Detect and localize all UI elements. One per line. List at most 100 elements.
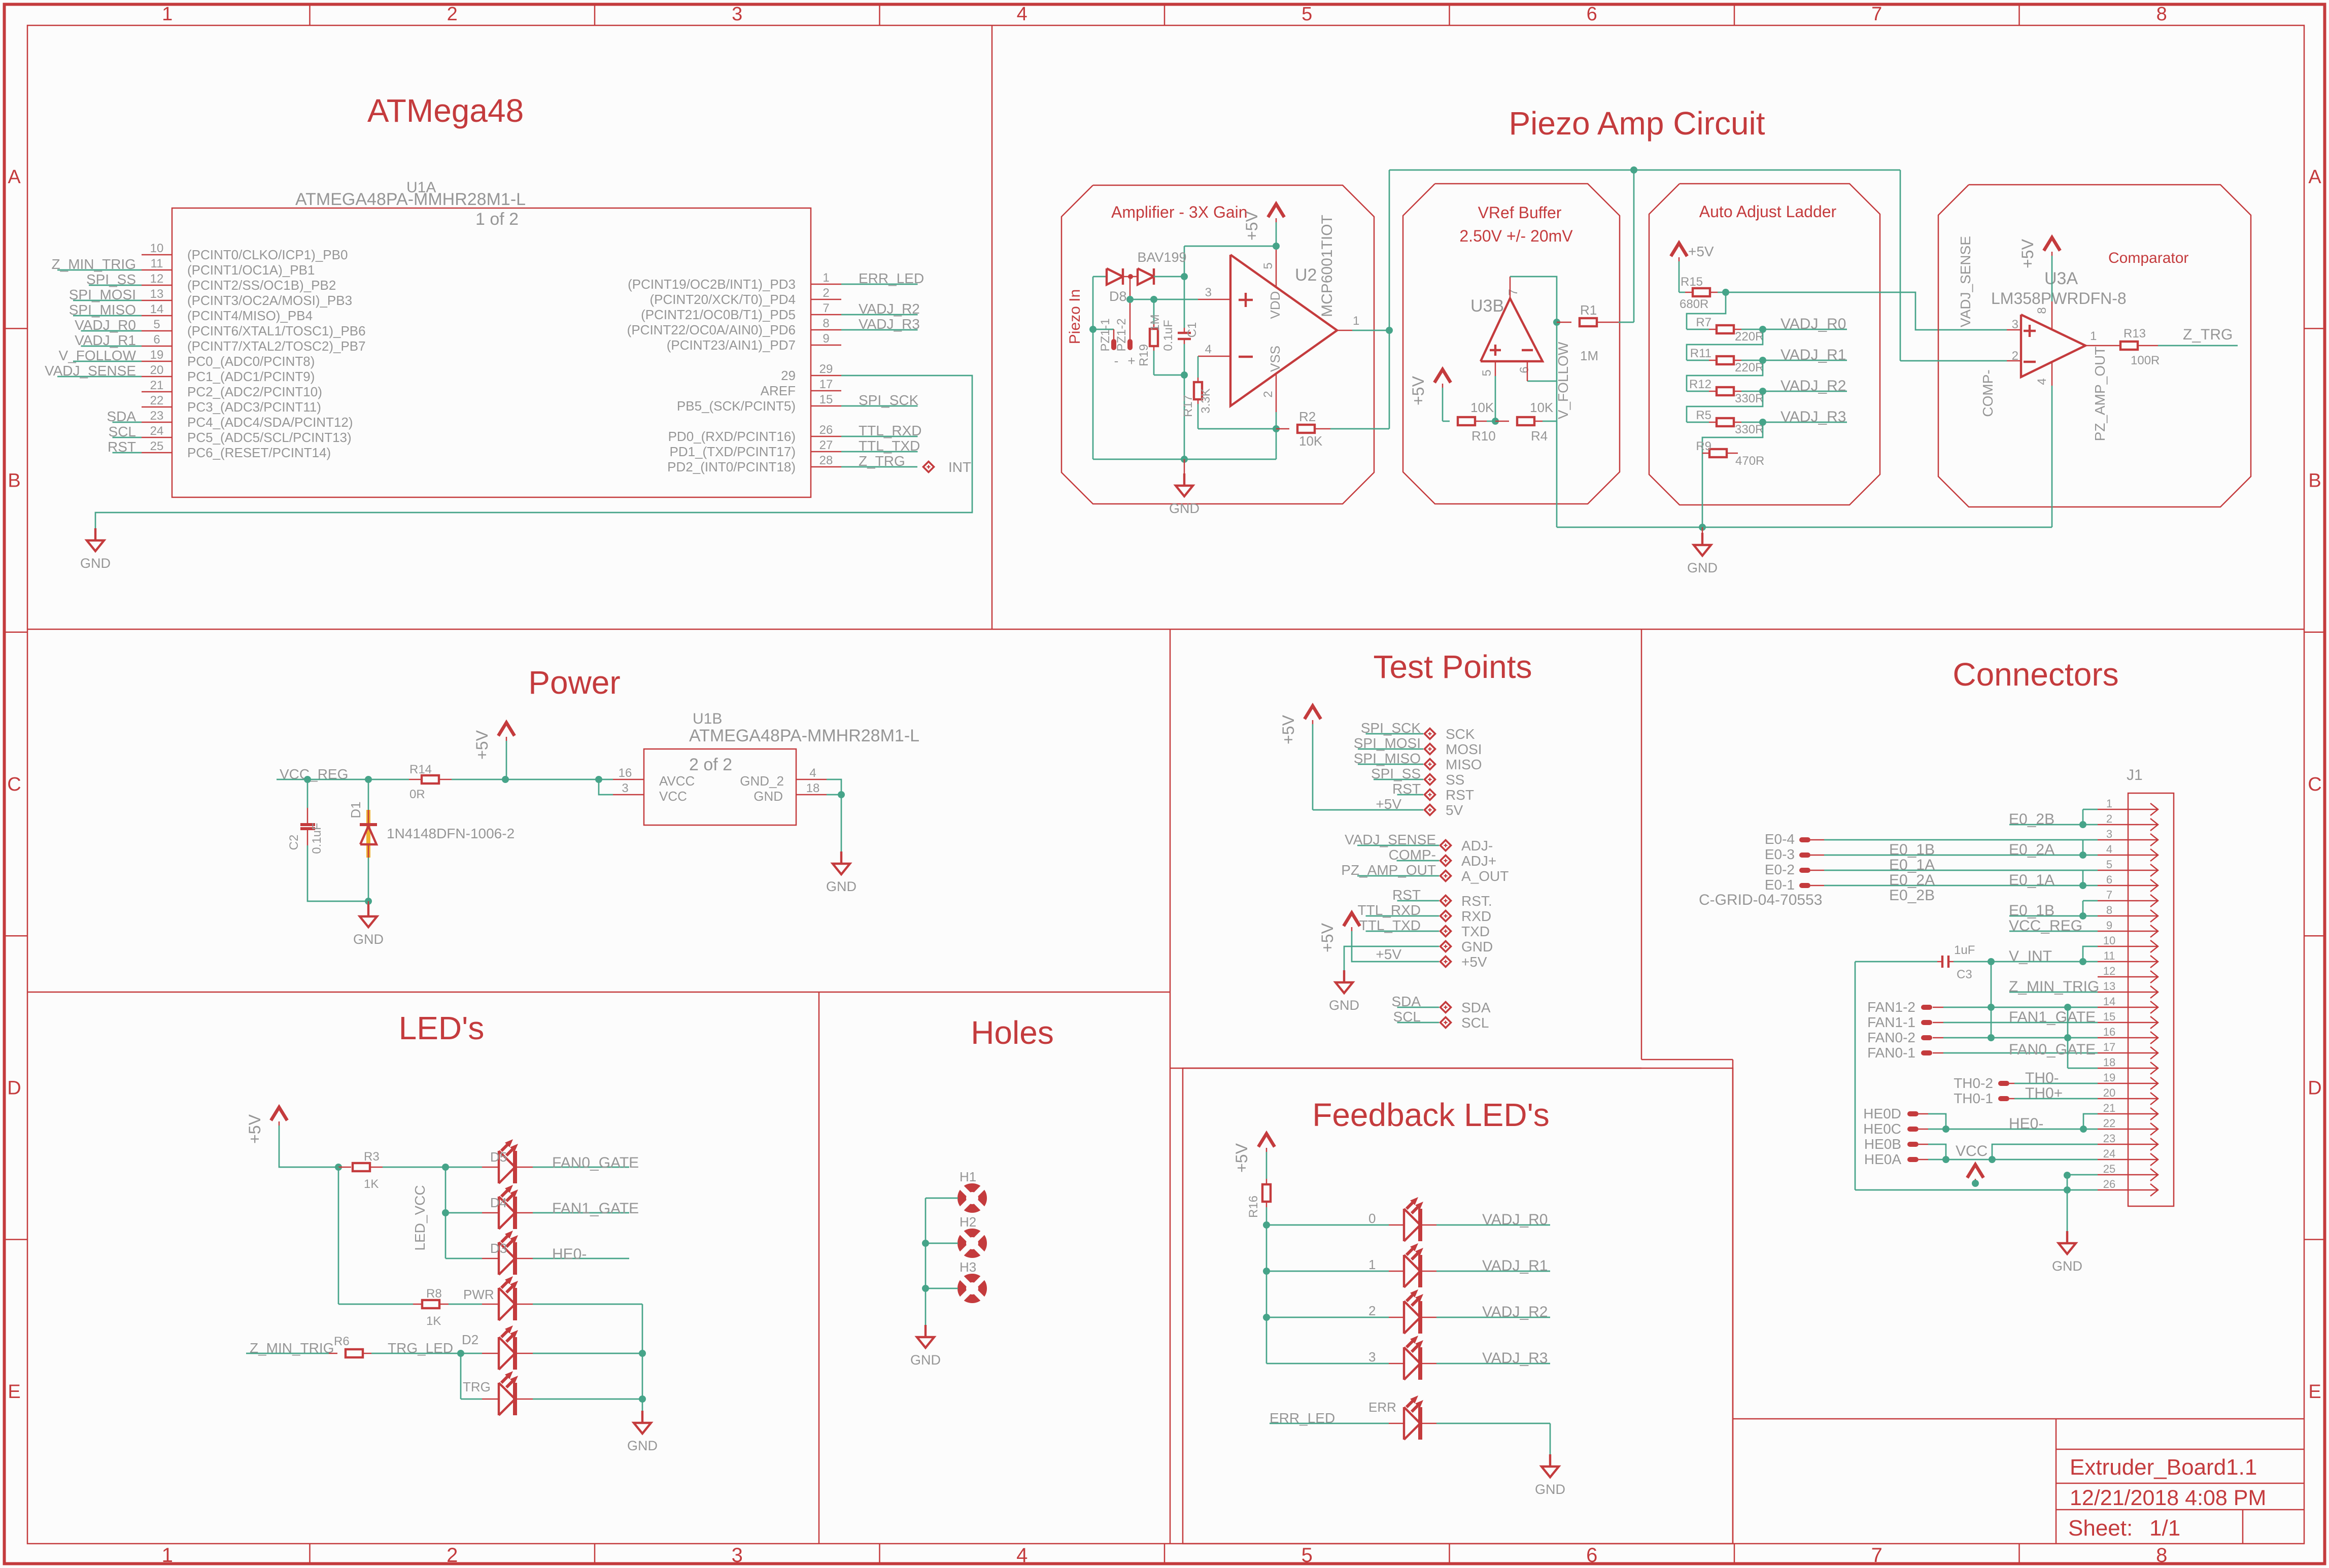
svg-text:(PCINT0/CLKO/ICP1)_PB0: (PCINT0/CLKO/ICP1)_PB0 [187,247,348,262]
svg-text:TTL_RXD: TTL_RXD [1358,902,1421,918]
svg-text:VADJ_R2: VADJ_R2 [1482,1304,1548,1320]
svg-text:4: 4 [1016,1544,1028,1566]
svg-text:1: 1 [162,1544,173,1566]
svg-text:SPI_MISO: SPI_MISO [69,302,136,318]
svg-text:R13: R13 [2124,327,2146,340]
svg-text:R4: R4 [1531,428,1548,444]
svg-text:8: 8 [2035,307,2049,314]
svg-text:VADJ_R0: VADJ_R0 [75,317,136,333]
svg-text:GND_2: GND_2 [740,773,784,789]
svg-text:1M: 1M [1580,348,1598,363]
svg-text:SPI_MOSI: SPI_MOSI [1354,735,1421,751]
svg-text:5: 5 [1302,1544,1313,1566]
svg-text:C1: C1 [1185,322,1199,338]
svg-text:C: C [7,774,21,795]
svg-text:(PCINT19/OC2B/INT1)_PD3: (PCINT19/OC2B/INT1)_PD3 [628,277,796,292]
svg-text:20: 20 [2103,1086,2115,1099]
svg-text:1: 1 [823,271,829,285]
svg-text:1: 1 [162,4,173,25]
svg-text:VCC: VCC [659,789,687,804]
svg-text:18: 18 [806,781,820,795]
svg-text:17: 17 [819,378,833,391]
svg-text:4: 4 [2106,843,2112,856]
svg-text:5V: 5V [1446,802,1463,818]
svg-text:R3: R3 [364,1150,380,1164]
svg-text:14: 14 [2103,995,2115,1008]
svg-text:D3: D3 [490,1241,507,1256]
svg-text:2: 2 [823,286,829,300]
svg-text:17: 17 [2103,1041,2115,1053]
svg-text:VDD: VDD [1268,291,1283,319]
svg-text:(PCINT1/OC1A)_PB1: (PCINT1/OC1A)_PB1 [187,262,315,278]
svg-text:VADJ_R2: VADJ_R2 [859,301,920,317]
svg-text:PC4_(ADC4/SDA/PCINT12): PC4_(ADC4/SDA/PCINT12) [187,415,353,430]
svg-text:SPI_SCK: SPI_SCK [1361,720,1421,736]
svg-text:MISO: MISO [1446,757,1482,772]
svg-text:23: 23 [150,409,164,423]
svg-text:7: 7 [823,301,829,315]
svg-text:5: 5 [1261,262,1275,269]
svg-text:1/1: 1/1 [2149,1516,2180,1541]
svg-text:R5: R5 [1696,408,1711,422]
svg-text:23: 23 [2103,1132,2115,1145]
svg-text:A: A [8,166,21,188]
svg-text:TH0-1: TH0-1 [1954,1090,1993,1106]
svg-text:2: 2 [2012,349,2018,363]
svg-text:R2: R2 [1299,409,1316,424]
svg-text:3: 3 [732,1544,743,1566]
svg-text:SPI_MISO: SPI_MISO [1354,751,1421,766]
svg-text:J1: J1 [2127,767,2143,783]
svg-text:R11: R11 [1690,347,1711,360]
svg-text:E0-1: E0-1 [1765,877,1795,893]
svg-text:(PCINT2/SS/OC1B)_PB2: (PCINT2/SS/OC1B)_PB2 [187,278,336,293]
svg-text:11: 11 [2104,949,2115,962]
svg-text:PWR: PWR [463,1287,494,1302]
svg-text:1: 1 [1368,1257,1376,1272]
svg-text:Z_MIN_TRIG: Z_MIN_TRIG [52,256,136,272]
svg-text:PC3_(ADC3/PCINT11): PC3_(ADC3/PCINT11) [187,399,321,415]
svg-text:VSS: VSS [1268,346,1283,372]
svg-text:U1B: U1B [693,710,722,727]
svg-text:H1: H1 [960,1169,976,1184]
svg-text:3: 3 [2012,318,2018,331]
svg-text:Holes: Holes [971,1014,1054,1051]
svg-text:B: B [2308,470,2321,492]
svg-text:TTL_TXD: TTL_TXD [1359,917,1421,933]
svg-text:E0-3: E0-3 [1765,846,1795,862]
svg-text:R16: R16 [1247,1196,1260,1218]
svg-text:12: 12 [150,272,164,286]
svg-text:Z_MIN_TRIG: Z_MIN_TRIG [2009,978,2099,995]
svg-text:4: 4 [2035,378,2049,385]
svg-text:VADJ_R3: VADJ_R3 [1780,408,1846,425]
svg-text:U3B: U3B [1470,296,1504,316]
svg-text:1K: 1K [364,1177,379,1191]
svg-text:SS: SS [1446,772,1464,788]
svg-text:15: 15 [819,393,833,406]
svg-text:+5V: +5V [1376,946,1401,962]
svg-text:ATMEGA48PA-MMHR28M1-L: ATMEGA48PA-MMHR28M1-L [689,726,919,745]
svg-text:RST: RST [1392,887,1421,903]
svg-text:8: 8 [2106,904,2112,916]
svg-text:VADJ_SENSE: VADJ_SENSE [45,363,136,379]
svg-text:E0-2: E0-2 [1765,862,1795,877]
svg-text:4: 4 [1205,343,1212,356]
svg-text:Connectors: Connectors [1953,656,2118,693]
svg-text:PC0_(ADC0/PCINT8): PC0_(ADC0/PCINT8) [187,354,315,369]
svg-text:7: 7 [1871,4,1882,25]
svg-text:E0-4: E0-4 [1765,831,1795,847]
svg-text:-: - [1114,353,1119,368]
svg-text:MCP6001TIOT: MCP6001TIOT [1319,215,1335,317]
svg-text:+5V: +5V [246,1114,264,1143]
svg-text:(PCINT23/AIN1)_PD7: (PCINT23/AIN1)_PD7 [667,337,796,353]
svg-text:2: 2 [447,1544,458,1566]
svg-text:FAN1_GATE: FAN1_GATE [2009,1009,2096,1026]
svg-text:1M: 1M [1148,314,1162,331]
svg-text:PZ1-2: PZ1-2 [1115,318,1128,351]
svg-text:PD1_(TXD/PCINT17): PD1_(TXD/PCINT17) [670,444,796,459]
svg-text:6: 6 [1587,4,1597,25]
svg-text:PC6_(RESET/PCINT14): PC6_(RESET/PCINT14) [187,445,331,460]
svg-text:2.50V +/- 20mV: 2.50V +/- 20mV [1459,227,1573,245]
svg-text:RXD: RXD [1461,908,1491,924]
svg-text:470R: 470R [1735,454,1764,468]
svg-text:TXD: TXD [1461,924,1490,939]
